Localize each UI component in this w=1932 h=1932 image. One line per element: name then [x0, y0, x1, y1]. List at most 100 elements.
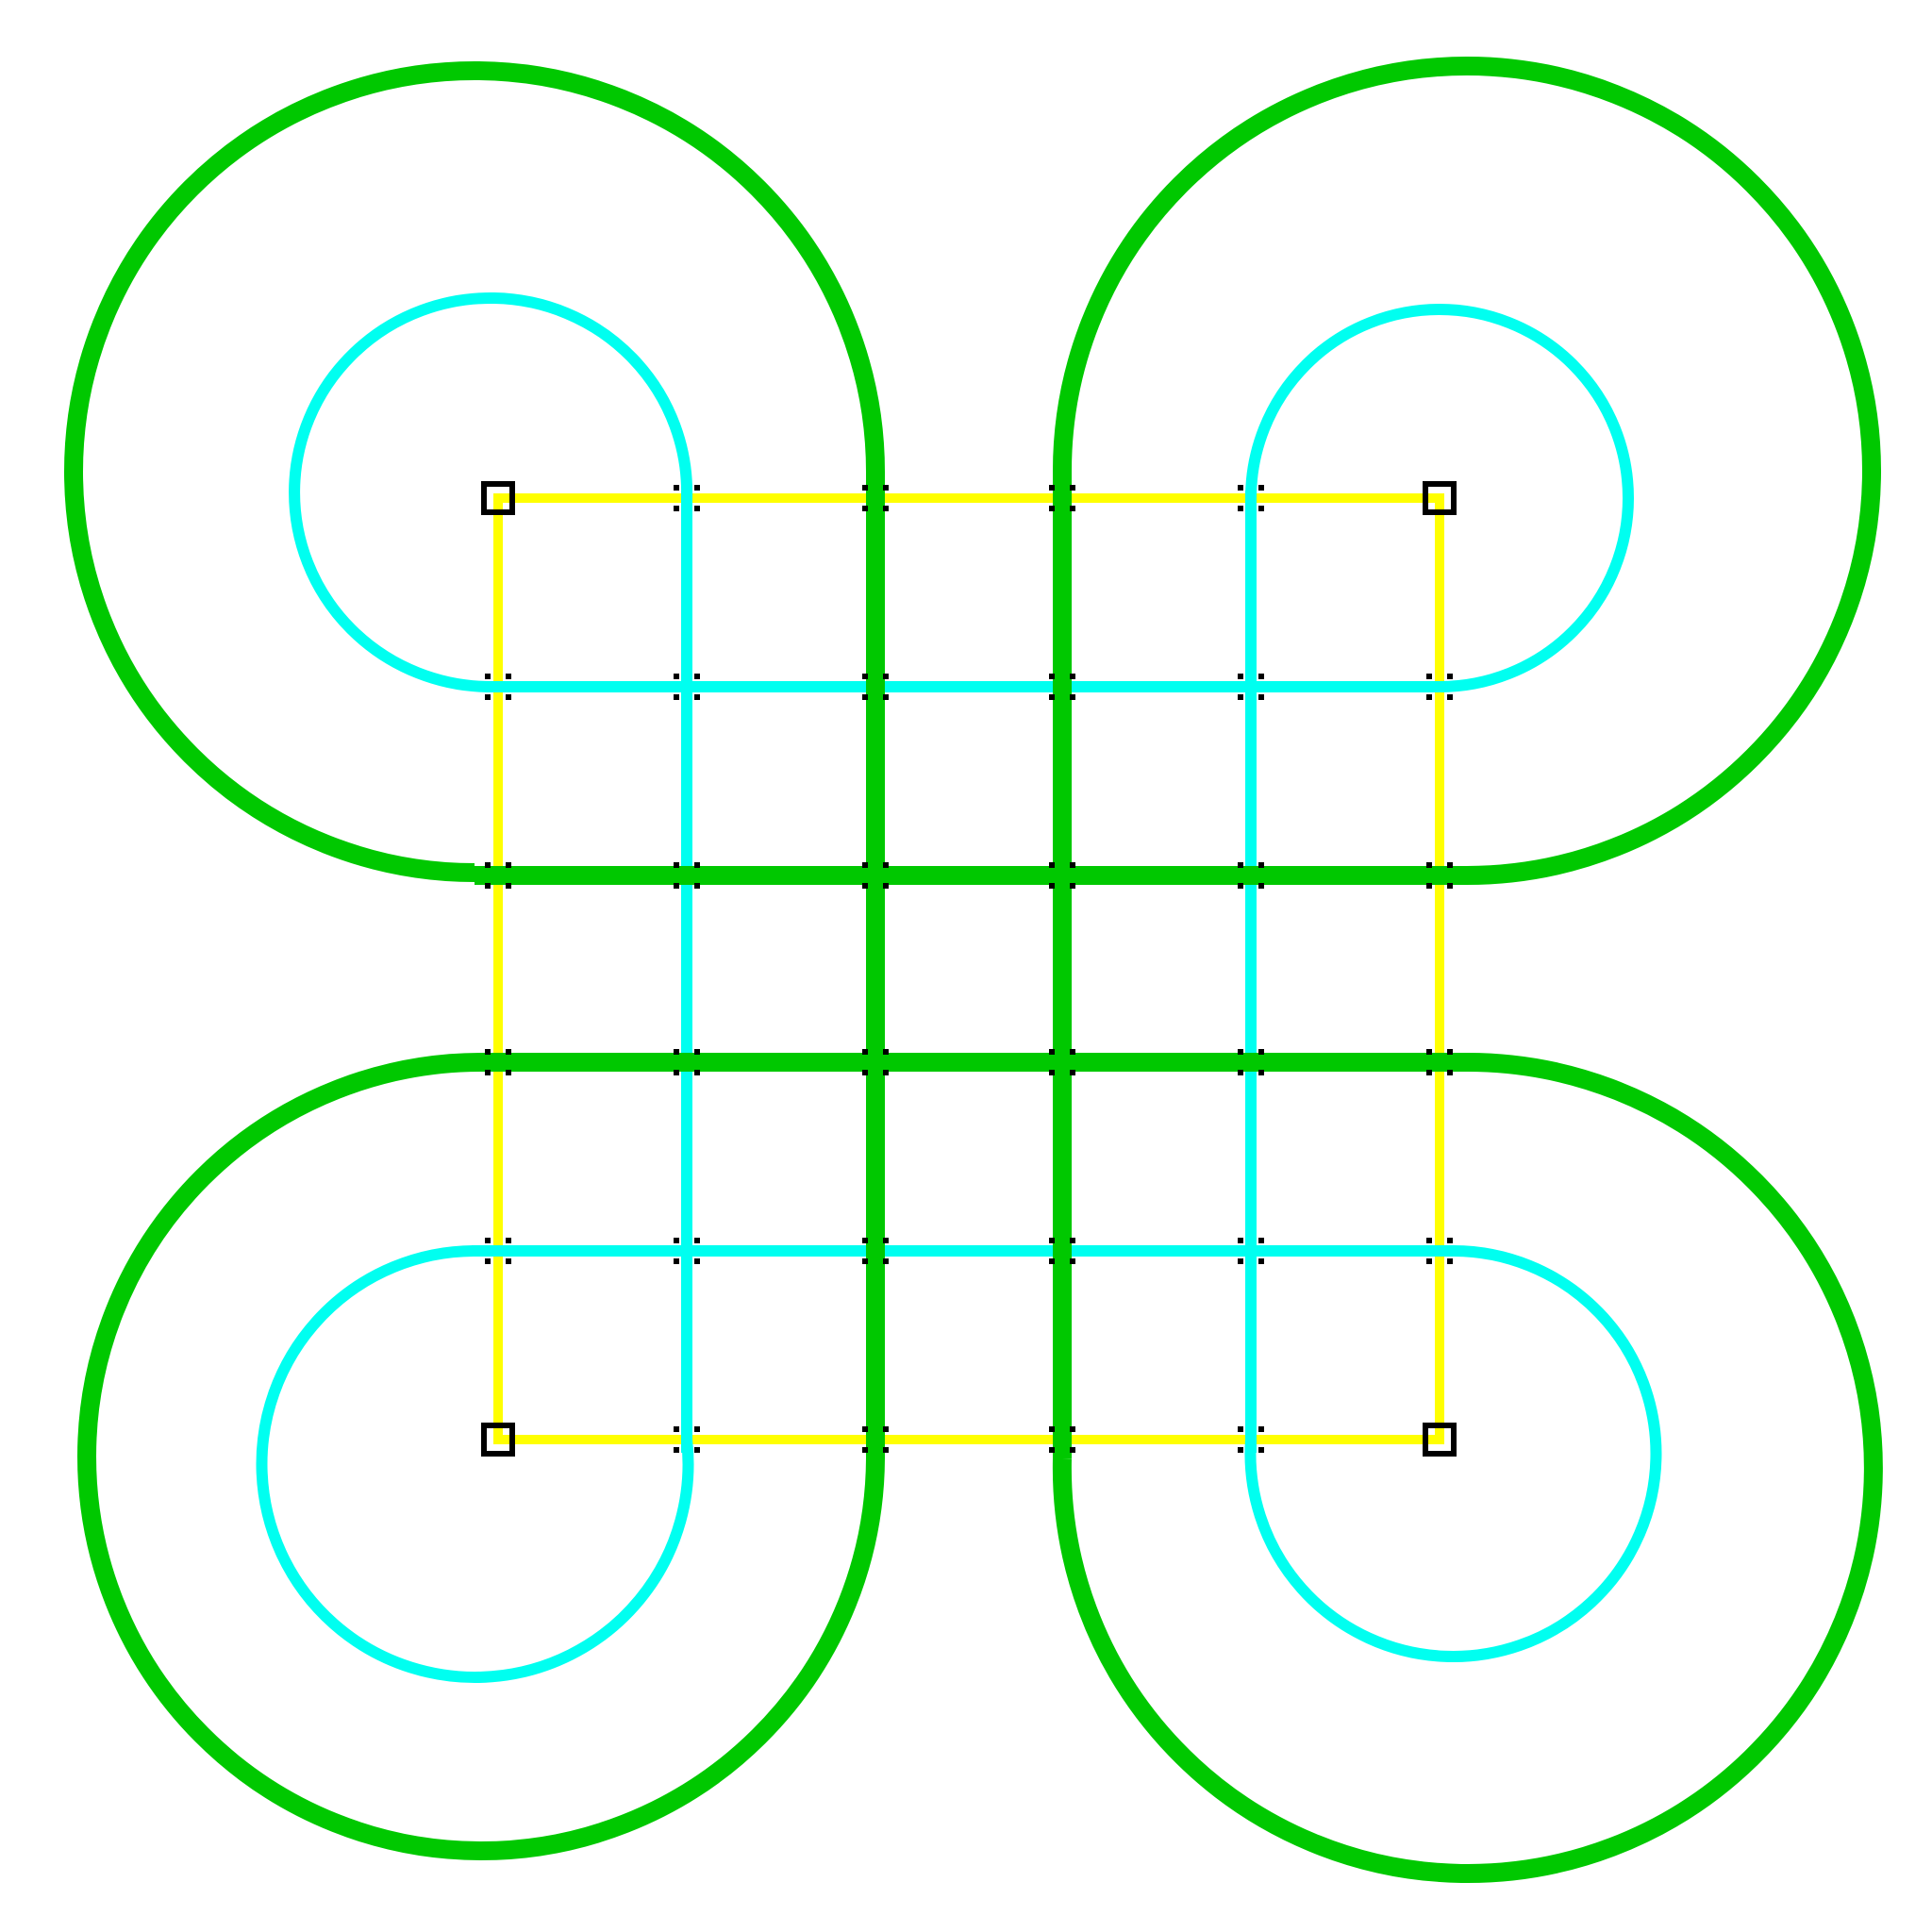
grid-marker-tick	[485, 1070, 491, 1075]
grid-marker-tick	[1049, 862, 1055, 868]
grid-marker-tick	[694, 485, 700, 491]
grid-marker-tick	[506, 1258, 511, 1264]
grid-marker-tick	[674, 1447, 679, 1453]
grid-marker-tick	[694, 694, 700, 700]
grid-marker-tick	[694, 674, 700, 679]
grid-marker	[1238, 674, 1264, 700]
grid-marker-tick	[1447, 862, 1453, 868]
grid-marker	[1426, 862, 1453, 889]
grid-marker-tick	[1426, 1258, 1432, 1264]
grid-marker-tick	[1258, 506, 1264, 511]
grid-marker-tick	[883, 694, 889, 700]
grid-marker-tick	[1447, 1049, 1453, 1055]
grid-marker-tick	[862, 1238, 868, 1243]
grid-marker-tick	[862, 1426, 868, 1432]
grid-marker-tick	[1238, 1049, 1243, 1055]
corner-marker	[1423, 481, 1457, 515]
grid-marker	[1238, 485, 1264, 511]
grid-marker-tick	[883, 883, 889, 889]
grid-marker	[862, 1049, 889, 1075]
grid-marker-tick	[674, 1258, 679, 1264]
grid-marker-tick	[1447, 1258, 1453, 1264]
grid-marker	[1049, 1426, 1075, 1453]
grid-marker-tick	[862, 1070, 868, 1075]
grid-marker	[862, 862, 889, 889]
grid-marker-tick	[674, 506, 679, 511]
corner-marker-box	[1423, 1423, 1457, 1457]
inner-loops-group	[256, 292, 1662, 1683]
grid-marker-tick	[862, 1447, 868, 1453]
grid-marker-tick	[1070, 506, 1075, 511]
grid-marker	[485, 1049, 511, 1075]
inner-loop-bottom-left	[256, 1245, 694, 1683]
grid-marker	[674, 862, 700, 889]
grid-marker-tick	[1238, 1426, 1243, 1432]
grid-marker-tick	[1049, 1258, 1055, 1264]
grid-marker-tick	[694, 1258, 700, 1264]
grid-marker-tick	[1049, 1070, 1055, 1075]
outer-loop-bottom-left	[77, 1053, 885, 1860]
grid-marker	[485, 862, 511, 889]
grid-marker-tick	[1426, 1238, 1432, 1243]
grid-marker	[1426, 674, 1453, 700]
grid-marker	[674, 1426, 700, 1453]
grid-marker-tick	[1049, 1238, 1055, 1243]
grid-marker-tick	[883, 485, 889, 491]
grid-marker-tick	[1258, 1426, 1264, 1432]
grid-marker-tick	[883, 1049, 889, 1055]
grid-marker	[1049, 1238, 1075, 1264]
grid-marker-tick	[862, 1258, 868, 1264]
grid-marker	[1238, 1049, 1264, 1075]
corner-marker-box	[481, 1423, 515, 1457]
corner-marker	[481, 481, 515, 515]
grid-marker-tick	[1447, 1238, 1453, 1243]
grid-marker-tick	[1426, 1070, 1432, 1075]
grid-marker	[1049, 862, 1075, 889]
grid-marker-tick	[1258, 1049, 1264, 1055]
grid-marker-tick	[862, 485, 868, 491]
grid-marker	[862, 1426, 889, 1453]
grid-marker	[1426, 1238, 1453, 1264]
grid-marker-tick	[1258, 1447, 1264, 1453]
grid-marker-tick	[1258, 1070, 1264, 1075]
grid-marker-tick	[694, 1426, 700, 1432]
grid-marker-tick	[1049, 694, 1055, 700]
grid-marker	[862, 485, 889, 511]
grid-marker	[674, 485, 700, 511]
frame-square	[493, 493, 1444, 1444]
grid-marker-tick	[1258, 862, 1264, 868]
corner-marker-box	[1423, 481, 1457, 515]
grid-marker-tick	[485, 674, 491, 679]
grid-marker	[1049, 674, 1075, 700]
grid-marker-tick	[1238, 1447, 1243, 1453]
grid-marker-tick	[1447, 1070, 1453, 1075]
grid-marker-tick	[1070, 485, 1075, 491]
grid-marker-tick	[674, 674, 679, 679]
grid-marker-tick	[1070, 1070, 1075, 1075]
grid-marker-tick	[1049, 1049, 1055, 1055]
outer-loop-top-right	[1053, 57, 1881, 885]
grid-marker-tick	[694, 883, 700, 889]
grid-marker-tick	[1426, 883, 1432, 889]
grid-marker-tick	[694, 1049, 700, 1055]
grid-marker-tick	[694, 1238, 700, 1243]
grid-marker-tick	[674, 485, 679, 491]
grid-marker-tick	[883, 1426, 889, 1432]
grid-marker-tick	[1238, 1238, 1243, 1243]
grid-marker	[1049, 1049, 1075, 1075]
grid-marker-tick	[485, 883, 491, 889]
grid-marker	[674, 1238, 700, 1264]
corner-marker-box	[481, 481, 515, 515]
inner-loop-top-left	[289, 292, 693, 692]
grid-marker-tick	[1258, 694, 1264, 700]
grid-marker-tick	[674, 862, 679, 868]
grid-marker-tick	[1238, 485, 1243, 491]
grid-marker	[862, 674, 889, 700]
grid-marker	[1238, 1426, 1264, 1453]
grid-marker-tick	[1447, 694, 1453, 700]
corner-marker	[481, 1423, 515, 1457]
grid-marker	[485, 674, 511, 700]
grid-marker-tick	[1070, 883, 1075, 889]
grid-marker-tick	[1447, 883, 1453, 889]
